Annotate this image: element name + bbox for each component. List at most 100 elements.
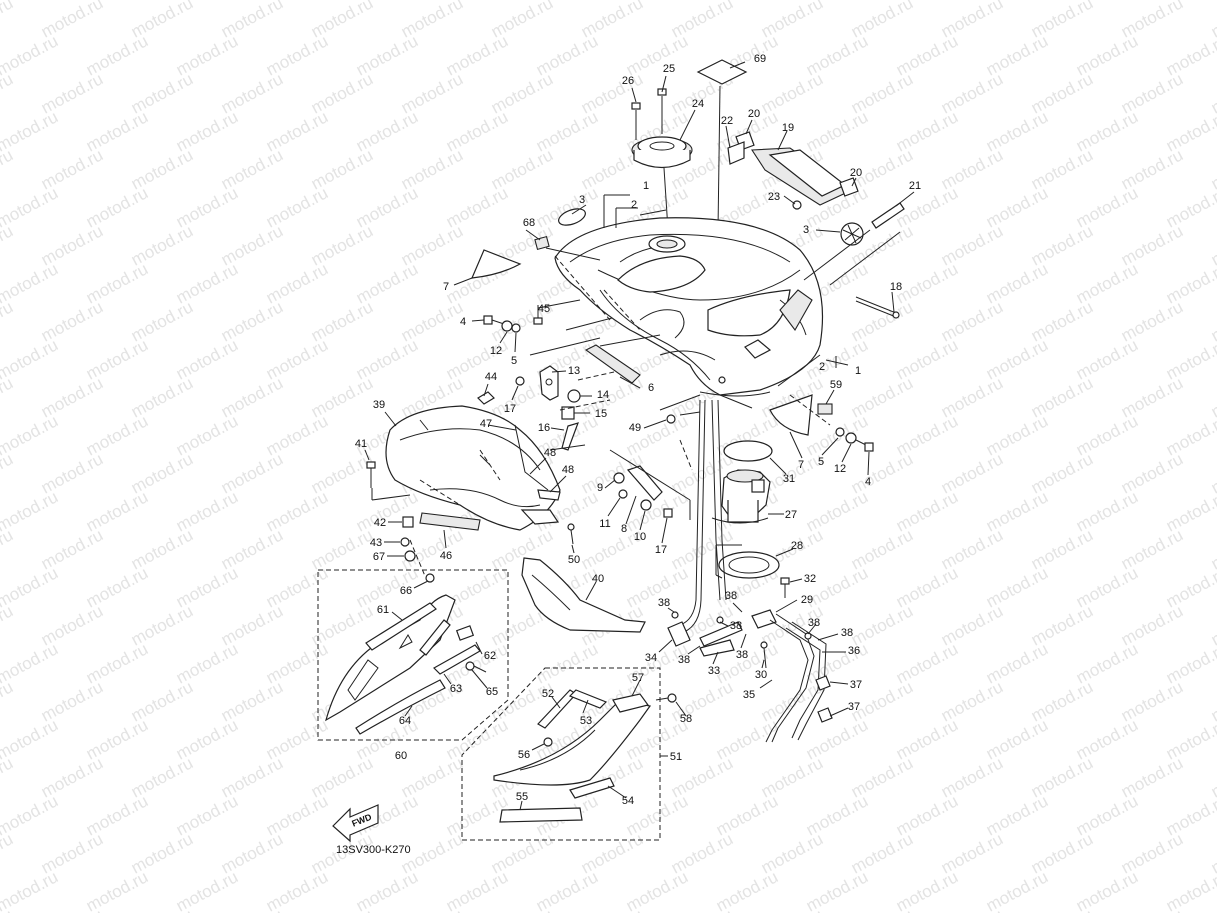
- bolt-set-right: [835, 427, 874, 452]
- callout-55: 55: [516, 791, 528, 803]
- callout-52: 52: [542, 688, 554, 700]
- callout-64: 64: [399, 715, 411, 727]
- callout-12b: 12: [834, 463, 846, 475]
- callout-27: 27: [785, 509, 797, 521]
- callout-38g: 38: [841, 627, 853, 639]
- collar-66: [425, 573, 435, 583]
- callout-23: 23: [768, 191, 780, 203]
- bolt-49: [666, 414, 676, 424]
- bolt-50: [567, 523, 575, 545]
- callout-19: 19: [782, 122, 794, 134]
- callout-30: 30: [755, 669, 767, 681]
- panel-7-left: [471, 249, 522, 279]
- bracket-13-group: [515, 365, 581, 451]
- callout-65: 65: [486, 686, 498, 698]
- callout-38c: 38: [730, 620, 742, 632]
- callout-29: 29: [801, 594, 813, 606]
- callout-5a: 5: [511, 355, 517, 367]
- callout-67: 67: [373, 551, 385, 563]
- panel-7-right: [769, 394, 813, 436]
- fuel-tank: [554, 217, 824, 397]
- callout-1a: 1: [643, 180, 649, 192]
- callout-1b: 1: [855, 365, 861, 377]
- gasket-31: [723, 440, 773, 462]
- callout-13: 13: [568, 365, 580, 377]
- callout-6: 6: [648, 382, 654, 394]
- callout-17b: 17: [655, 544, 667, 556]
- callout-38e: 38: [678, 654, 690, 666]
- bolt-32: [780, 577, 790, 598]
- screw-43: [400, 537, 410, 547]
- callout-39: 39: [373, 399, 385, 411]
- leader-lines: [364, 61, 915, 811]
- callout-50: 50: [568, 554, 580, 566]
- callout-68: 68: [523, 217, 535, 229]
- diagram-code: 13SV300-K270: [336, 844, 411, 856]
- strip-46: [419, 512, 481, 531]
- callout-10: 10: [634, 531, 646, 543]
- group-box-60: [317, 569, 509, 741]
- clip-59: [817, 403, 833, 415]
- callout-38a: 38: [658, 597, 670, 609]
- callout-37a: 37: [850, 679, 862, 691]
- reference-lines: [371, 194, 901, 579]
- bolt-set-left: [483, 315, 521, 333]
- callout-7b: 7: [798, 459, 804, 471]
- callout-3b: 3: [803, 224, 809, 236]
- callout-2a: 2: [631, 199, 637, 211]
- callout-40: 40: [592, 573, 604, 585]
- fwd-arrow-icon: FWD: [332, 804, 379, 843]
- plate-6: [584, 344, 641, 384]
- clip-44: [477, 391, 495, 405]
- callout-58: 58: [680, 713, 692, 725]
- callout-42: 42: [374, 517, 386, 529]
- grommet-42: [402, 516, 414, 528]
- callout-45: 45: [538, 303, 550, 315]
- callout-32: 32: [804, 573, 816, 585]
- callout-4b: 4: [865, 476, 871, 488]
- callout-63: 63: [450, 683, 462, 695]
- callout-35: 35: [743, 689, 755, 701]
- callout-48a: 48: [544, 447, 556, 459]
- pump-plate-28: [718, 551, 780, 579]
- callout-24: 24: [692, 98, 704, 110]
- group-box-51: [461, 667, 677, 841]
- callout-31: 31: [783, 473, 795, 485]
- callout-54: 54: [622, 795, 634, 807]
- callout-61: 61: [377, 604, 389, 616]
- joint-29-and-hoses: [751, 609, 833, 743]
- callout-9: 9: [597, 482, 603, 494]
- grommet-3-right: [840, 222, 864, 246]
- callout-17a: 17: [504, 403, 516, 415]
- callout-3a: 3: [579, 194, 585, 206]
- callout-11: 11: [599, 518, 610, 530]
- callout-38d: 38: [808, 617, 820, 629]
- callout-8: 8: [621, 523, 627, 535]
- callout-28: 28: [791, 540, 803, 552]
- callout-59: 59: [830, 379, 842, 391]
- bolt-41: [366, 461, 376, 488]
- breather-assembly: [727, 131, 859, 210]
- callout-34: 34: [645, 652, 657, 664]
- callout-46: 46: [440, 550, 452, 562]
- callout-43: 43: [370, 537, 382, 549]
- callout-47: 47: [480, 418, 492, 430]
- callout-37b: 37: [848, 701, 860, 713]
- callout-7a: 7: [443, 281, 449, 293]
- callout-33: 33: [708, 665, 720, 677]
- callout-20b: 20: [850, 167, 862, 179]
- callout-60: 60: [395, 750, 407, 762]
- callout-15: 15: [595, 408, 607, 420]
- callout-38b: 38: [725, 590, 737, 602]
- cover-40: [521, 557, 646, 633]
- callout-25: 25: [663, 63, 675, 75]
- callout-labels: 69 25 26 24 20 19 22 20 21 23 3 1 2 3 68…: [355, 53, 921, 807]
- callout-57: 57: [632, 672, 644, 684]
- callout-49: 49: [629, 422, 641, 434]
- pipe-21: [871, 202, 905, 229]
- clip-68: [534, 235, 550, 251]
- callout-21: 21: [909, 180, 921, 192]
- callout-22: 22: [721, 115, 733, 127]
